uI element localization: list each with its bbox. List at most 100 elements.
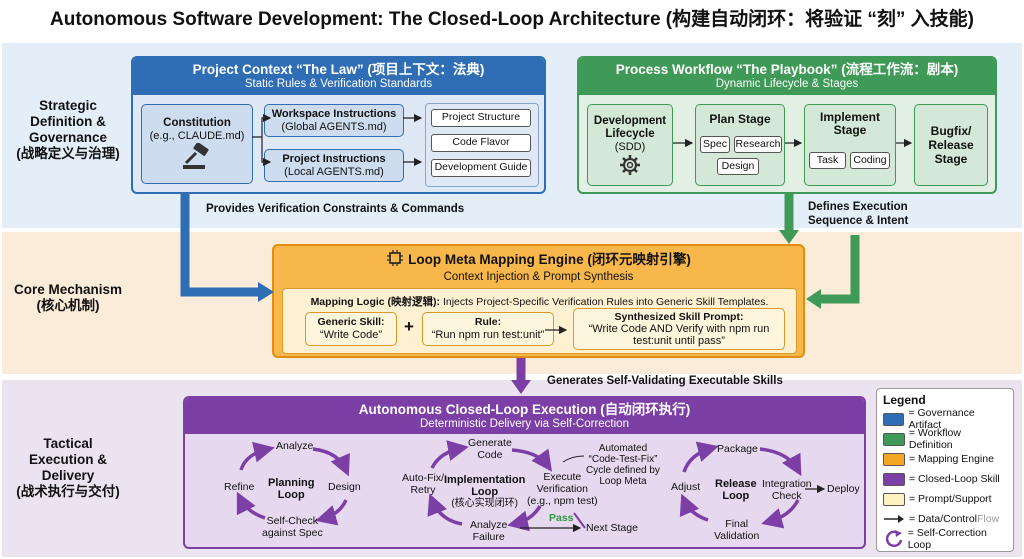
chip-icon bbox=[386, 249, 404, 270]
planning-loop-title: Planning bbox=[268, 477, 315, 489]
project-instructions-sub: (Local AGENTS.md) bbox=[284, 165, 384, 178]
tier-tactical-line: Tactical bbox=[43, 436, 93, 451]
bugfix-release-stage-box: Bugfix/ Release Stage bbox=[914, 104, 988, 186]
legend-swatch bbox=[883, 432, 905, 446]
planning-selfcheck-line: Self-Check bbox=[266, 515, 319, 527]
impl-generate-line: Generate bbox=[468, 437, 512, 449]
release-arc-package-integration bbox=[759, 447, 802, 477]
workspace-instructions-box: Workspace Instructions (Global AGENTS.md… bbox=[264, 104, 404, 137]
verification-flow-label: Provides Verification Constraints & Comm… bbox=[206, 203, 465, 215]
pass-label: Pass bbox=[549, 512, 574, 524]
note-connector bbox=[562, 455, 585, 463]
mapping-logic-text: Injects Project-Specific Verification Ru… bbox=[440, 296, 769, 308]
impl-arc-autofix-generate bbox=[430, 440, 469, 469]
rule-label: Rule: bbox=[474, 316, 502, 328]
planning-arc-selfcheck-refine bbox=[236, 491, 266, 520]
lifecycle-sub: (SDD) bbox=[614, 140, 646, 153]
guides-group: Project Structure Code Flavor Developmen… bbox=[425, 103, 539, 187]
tier-tactical: Tactical Execution & Delivery (战术执行与交付) bbox=[6, 436, 130, 500]
workspace-sub: (Global AGENTS.md) bbox=[281, 120, 387, 133]
legend-item: = Closed-Loop Skill bbox=[883, 469, 1007, 489]
flow-arrow-icon bbox=[884, 515, 904, 523]
legend-swatch bbox=[883, 452, 905, 466]
project-instructions-box: Project Instructions (Local AGENTS.md) bbox=[264, 149, 404, 182]
project-instructions-title: Project Instructions bbox=[282, 152, 386, 165]
release-package: Package bbox=[717, 443, 758, 455]
legend-item: = Governance Artifact bbox=[883, 407, 1007, 431]
generic-skill-box: Generic Skill: “Write Code” bbox=[305, 312, 397, 346]
release-adjust: Adjust bbox=[671, 481, 701, 493]
synthesized-value: “Write Code AND Verify with npm run bbox=[588, 323, 770, 335]
green-flow-arrow-left bbox=[818, 235, 860, 304]
engine-title-row: Loop Meta Mapping Engine (闭环元映射引擎) bbox=[274, 249, 803, 270]
process-workflow-title: Process Workflow “The Playbook” (流程工作流：剧… bbox=[615, 62, 959, 77]
release-arc-integration-final bbox=[761, 499, 800, 529]
impl-autofix-line: Retry bbox=[410, 484, 436, 496]
gavel-icon bbox=[183, 143, 209, 169]
project-context-title: Project Context “The Law” (项目上下文：法典) bbox=[192, 62, 485, 77]
legend-item: = Self-Correction Loop bbox=[883, 527, 1007, 551]
impl-note-line: Loop Meta bbox=[599, 476, 647, 487]
lifecycle-title: Lifecycle bbox=[605, 127, 655, 140]
purple-flow-arrowhead bbox=[511, 380, 531, 394]
process-workflow-subtitle: Dynamic Lifecycle & Stages bbox=[715, 78, 859, 90]
mapping-logic-label: Mapping Logic (映射逻辑): bbox=[310, 296, 441, 308]
release-loop-arrows bbox=[679, 441, 802, 529]
release-integration-line: Integration bbox=[762, 478, 812, 490]
tier-tactical-line: Execution & bbox=[28, 452, 107, 467]
constitution-box: Constitution (e.g., CLAUDE.md) bbox=[141, 104, 253, 184]
execution-subtitle: Deterministic Delivery via Self-Correcti… bbox=[420, 418, 629, 430]
constitution-sub: (e.g., CLAUDE.md) bbox=[149, 130, 245, 142]
release-integration-line: Check bbox=[771, 490, 802, 502]
mapping-logic-box: Mapping Logic (映射逻辑): Injects Project-Sp… bbox=[282, 288, 797, 354]
tier-tactical-line: Delivery bbox=[41, 468, 95, 483]
impl-analyze-line: Failure bbox=[472, 531, 505, 543]
planning-selfcheck-line: against Spec bbox=[262, 527, 323, 539]
release-arc-adjust-package bbox=[682, 441, 719, 473]
impl-generate-line: Code bbox=[477, 449, 503, 461]
execution-header: Autonomous Closed-Loop Execution (自动闭环执行… bbox=[185, 398, 864, 434]
process-workflow-panel: Process Workflow “The Playbook” (流程工作流：剧… bbox=[577, 56, 997, 194]
project-context-header: Project Context “The Law” (项目上下文：法典) Sta… bbox=[133, 58, 544, 95]
mapping-engine-panel: Loop Meta Mapping Engine (闭环元映射引擎) Conte… bbox=[272, 244, 805, 358]
tier-strategic-line: Definition & bbox=[30, 114, 106, 129]
rule-box: Rule: “Run npm run test:unit” bbox=[422, 312, 554, 346]
lifecycle-title: Development bbox=[593, 114, 667, 127]
legend-title: Legend bbox=[883, 393, 926, 407]
synthesized-prompt-box: Synthesized Skill Prompt: “Write Code AN… bbox=[573, 308, 785, 350]
constitution-title: Constitution bbox=[163, 117, 231, 129]
release-loop-title: Release bbox=[715, 478, 757, 490]
planning-analyze: Analyze bbox=[276, 440, 314, 452]
gear-icon bbox=[620, 154, 640, 175]
implement-chip-coding: Coding bbox=[850, 152, 890, 169]
next-stage-label: Next Stage bbox=[586, 522, 638, 534]
impl-arc-execute-analyze bbox=[507, 505, 542, 532]
impl-note-line: “Code-Test-Fix” bbox=[588, 454, 658, 465]
generates-flow-label: Generates Self-Validating Executable Ski… bbox=[547, 375, 783, 387]
workspace-title: Workspace Instructions bbox=[271, 107, 397, 120]
green-flow-arrowhead-down bbox=[779, 230, 799, 244]
tier-strategic-line: Governance bbox=[28, 130, 108, 145]
impl-execute-line: Verification bbox=[536, 483, 588, 495]
legend-label: = Data/Control bbox=[909, 513, 977, 525]
impl-loop-title-cn: (核心实现闭环) bbox=[451, 498, 518, 509]
guide-project-structure: Project Structure bbox=[431, 109, 531, 127]
project-context-panel: Project Context “The Law” (项目上下文：法典) Sta… bbox=[131, 56, 546, 194]
tier-core-line: (核心机制) bbox=[36, 298, 100, 313]
bugfix-title: Release bbox=[928, 138, 974, 152]
legend-label: = Governance Artifact bbox=[908, 407, 975, 431]
sequence-flow-label: Defines Execution Sequence & Intent bbox=[808, 200, 908, 228]
engine-subtitle: Context Injection & Prompt Synthesis bbox=[443, 271, 634, 283]
process-workflow-header: Process Workflow “The Playbook” (流程工作流：剧… bbox=[579, 58, 995, 95]
impl-loop-title: Implementation bbox=[444, 474, 526, 486]
impl-note-line: Automated bbox=[598, 443, 648, 454]
plan-chip-design: Design bbox=[717, 158, 759, 175]
plus-symbol: + bbox=[404, 317, 414, 336]
planning-arc-design-selfcheck bbox=[315, 499, 348, 526]
mapping-logic-line: Mapping Logic (映射逻辑): Injects Project-Sp… bbox=[283, 289, 796, 309]
loop-arrow-icon bbox=[885, 530, 903, 548]
generic-skill-value: “Write Code” bbox=[319, 329, 383, 341]
